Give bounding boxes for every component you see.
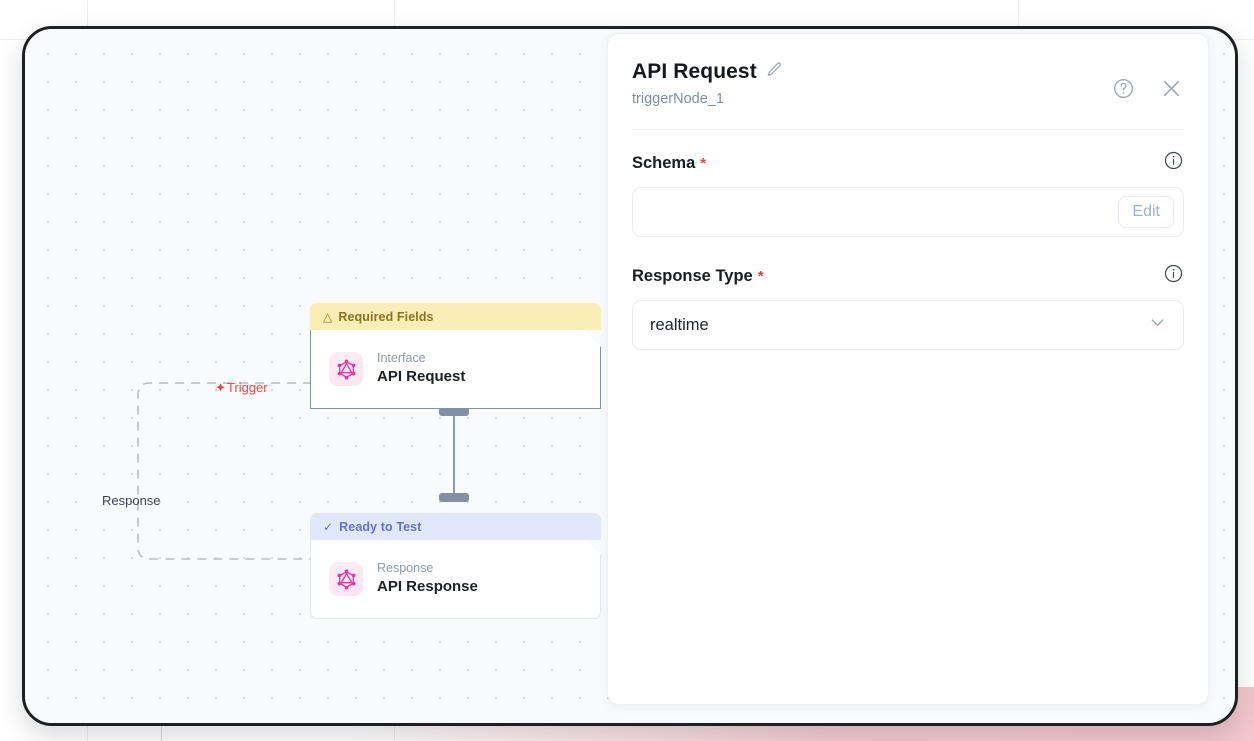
field-label: Response Type *	[632, 267, 764, 286]
node-properties-panel: API Request triggerNode_1	[607, 33, 1209, 705]
pencil-icon[interactable]	[766, 61, 783, 83]
schema-edit-button[interactable]: Edit	[1118, 196, 1174, 228]
node-title: API Request	[377, 367, 466, 385]
required-marker: *	[700, 154, 707, 172]
panel-header: API Request triggerNode_1	[608, 34, 1208, 107]
node-category: Interface	[377, 351, 426, 366]
panel-actions	[1112, 76, 1184, 101]
question-circle-icon[interactable]	[1112, 77, 1135, 100]
field-schema: Schema * Edit	[632, 150, 1184, 237]
node-api-response[interactable]: ✓ Ready to Test	[310, 513, 601, 619]
panel-title-row: API Request	[632, 60, 1180, 84]
field-response-type: Response Type * realtime	[632, 263, 1184, 350]
field-label-text: Response Type	[632, 266, 753, 285]
app-frame: ✦ Trigger Response △ Required Fields	[22, 26, 1238, 726]
field-label-row: Schema *	[632, 150, 1184, 176]
panel-title: API Request	[632, 60, 757, 83]
field-label: Schema *	[632, 154, 706, 173]
node-title: API Response	[377, 577, 478, 595]
lightning-bolt-icon: ✦	[215, 380, 226, 395]
panel-body: Schema * Edit	[608, 130, 1208, 350]
node-status-header-required-fields: △ Required Fields	[310, 303, 601, 330]
response-type-select[interactable]: realtime	[632, 300, 1184, 350]
field-label-text: Schema	[632, 153, 696, 172]
node-status-header-ready-to-test: ✓ Ready to Test	[310, 513, 601, 540]
info-circle-icon[interactable]	[1163, 150, 1184, 176]
flow-canvas[interactable]: ✦ Trigger Response △ Required Fields	[25, 29, 1235, 723]
node-category: Response	[377, 561, 434, 576]
graphql-glyph	[337, 359, 356, 380]
edge-handle-bottom[interactable]	[439, 493, 469, 502]
chevron-down-icon	[1148, 313, 1167, 337]
node-status-label: Required Fields	[338, 309, 434, 324]
info-circle-icon[interactable]	[1163, 263, 1184, 289]
warning-triangle-icon: △	[323, 309, 333, 324]
edge-response-loop	[137, 382, 312, 560]
edge-label-trigger-text: Trigger	[226, 380, 268, 395]
edge-label-response: Response	[102, 493, 161, 508]
required-marker: *	[757, 267, 764, 285]
node-api-request[interactable]: △ Required Fields	[310, 303, 601, 409]
node-text: Response API Response	[377, 562, 478, 596]
schema-input[interactable]: Edit	[632, 187, 1184, 237]
node-body[interactable]: Interface API Request	[310, 330, 601, 409]
panel-divider	[632, 129, 1184, 130]
node-status-label: Ready to Test	[339, 519, 422, 534]
close-icon[interactable]	[1159, 76, 1184, 101]
node-body[interactable]: Response API Response	[310, 540, 601, 619]
check-icon: ✓	[323, 519, 334, 534]
field-label-row: Response Type *	[632, 263, 1184, 289]
response-type-value: realtime	[650, 315, 709, 334]
graphql-icon	[329, 352, 363, 386]
graphql-icon	[329, 562, 363, 596]
graphql-glyph	[337, 569, 356, 590]
node-text: Interface API Request	[377, 352, 465, 386]
edge-label-trigger: ✦ Trigger	[215, 380, 268, 395]
panel-subtitle: triggerNode_1	[632, 91, 724, 107]
